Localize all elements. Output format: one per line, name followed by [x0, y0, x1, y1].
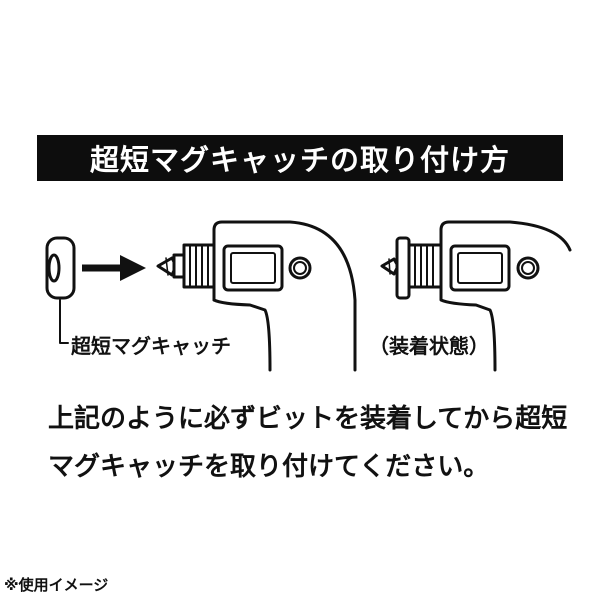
installed-state-label: （装着状態）: [369, 334, 489, 358]
page-title: 超短マグキャッチの取り付け方: [89, 143, 510, 177]
installation-diagram: [45, 220, 572, 372]
part-name-label: 超短マグキャッチ: [71, 334, 231, 358]
title-banner: 超短マグキャッチの取り付け方: [37, 135, 563, 181]
arrow-right-icon: [82, 255, 146, 281]
mag-catch-ring-icon: [45, 236, 76, 300]
usage-image-note: ※使用イメージ: [4, 576, 109, 594]
instruction-line-1: 上記のように必ずビットを装着してから超短: [48, 404, 568, 434]
part-label-leader: [59, 299, 69, 344]
screwdriver-icon-installed: [380, 220, 572, 372]
screwdriver-icon-left: [156, 220, 357, 372]
instruction-text: 上記のように必ずビットを装着してから超短 マグキャッチを取り付けてください。: [48, 395, 568, 491]
instruction-line-2: マグキャッチを取り付けてください。: [48, 452, 490, 482]
